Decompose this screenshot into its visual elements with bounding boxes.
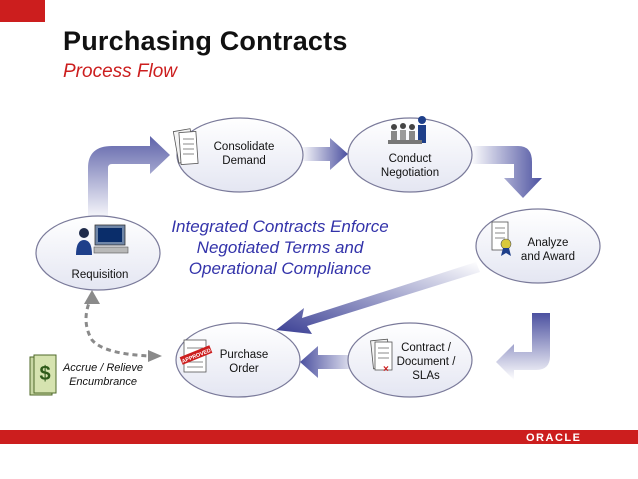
oracle-logo: ORACLE [526, 432, 582, 444]
money-ledger-icon: $ [29, 354, 57, 396]
contract-document-icon: × [370, 338, 393, 375]
center-message-line: Operational Compliance [188, 259, 372, 278]
arrow-center-diagonal [276, 262, 480, 334]
page-subtitle: Process Flow [63, 61, 178, 82]
header-red-accent [0, 0, 45, 22]
center-message-line: Negotiated Terms and [196, 238, 364, 257]
document-stack-icon [172, 128, 199, 165]
requisition-label: Requisition [71, 269, 129, 281]
award-label: Analyze and Award [520, 237, 576, 263]
arrow-consolidate-to-negotiation [300, 138, 348, 170]
node-requisition[interactable] [35, 215, 161, 291]
consolidate-label: Consolidate Demand [213, 141, 275, 167]
node-negotiation[interactable] [347, 116, 473, 193]
node-contract[interactable]: × [347, 322, 473, 398]
computer-user-icon [76, 224, 129, 255]
arrow-award-to-contract [496, 313, 550, 380]
page-title: Purchasing Contracts [63, 26, 348, 56]
svg-text:×: × [383, 364, 389, 375]
footer-bar [0, 430, 638, 444]
contract-label: Contract / Document / SLAs [396, 342, 456, 382]
node-purchase-order[interactable]: APPROVED [175, 322, 301, 398]
approved-order-icon: APPROVED [179, 339, 213, 373]
award-document-icon [491, 221, 512, 256]
center-message: Integrated Contracts Enforce Negotiated … [160, 216, 400, 279]
arrow-requisition-to-consolidate [88, 136, 170, 222]
encumbrance-note: Accrue / Relieve Encumbrance [62, 362, 144, 388]
arrow-encumbrance-dashed [84, 290, 162, 362]
people-group-icon [388, 116, 426, 144]
center-message-line: Integrated Contracts Enforce [171, 217, 389, 236]
node-award[interactable] [475, 208, 601, 284]
arrow-negotiation-to-award [470, 146, 542, 198]
negotiation-label: Conduct Negotiation [380, 153, 440, 179]
arrow-contract-to-po [300, 346, 362, 378]
node-consolidate[interactable] [172, 117, 304, 193]
purchase-order-label: Purchase Order [219, 349, 269, 375]
svg-text:$: $ [39, 363, 50, 385]
